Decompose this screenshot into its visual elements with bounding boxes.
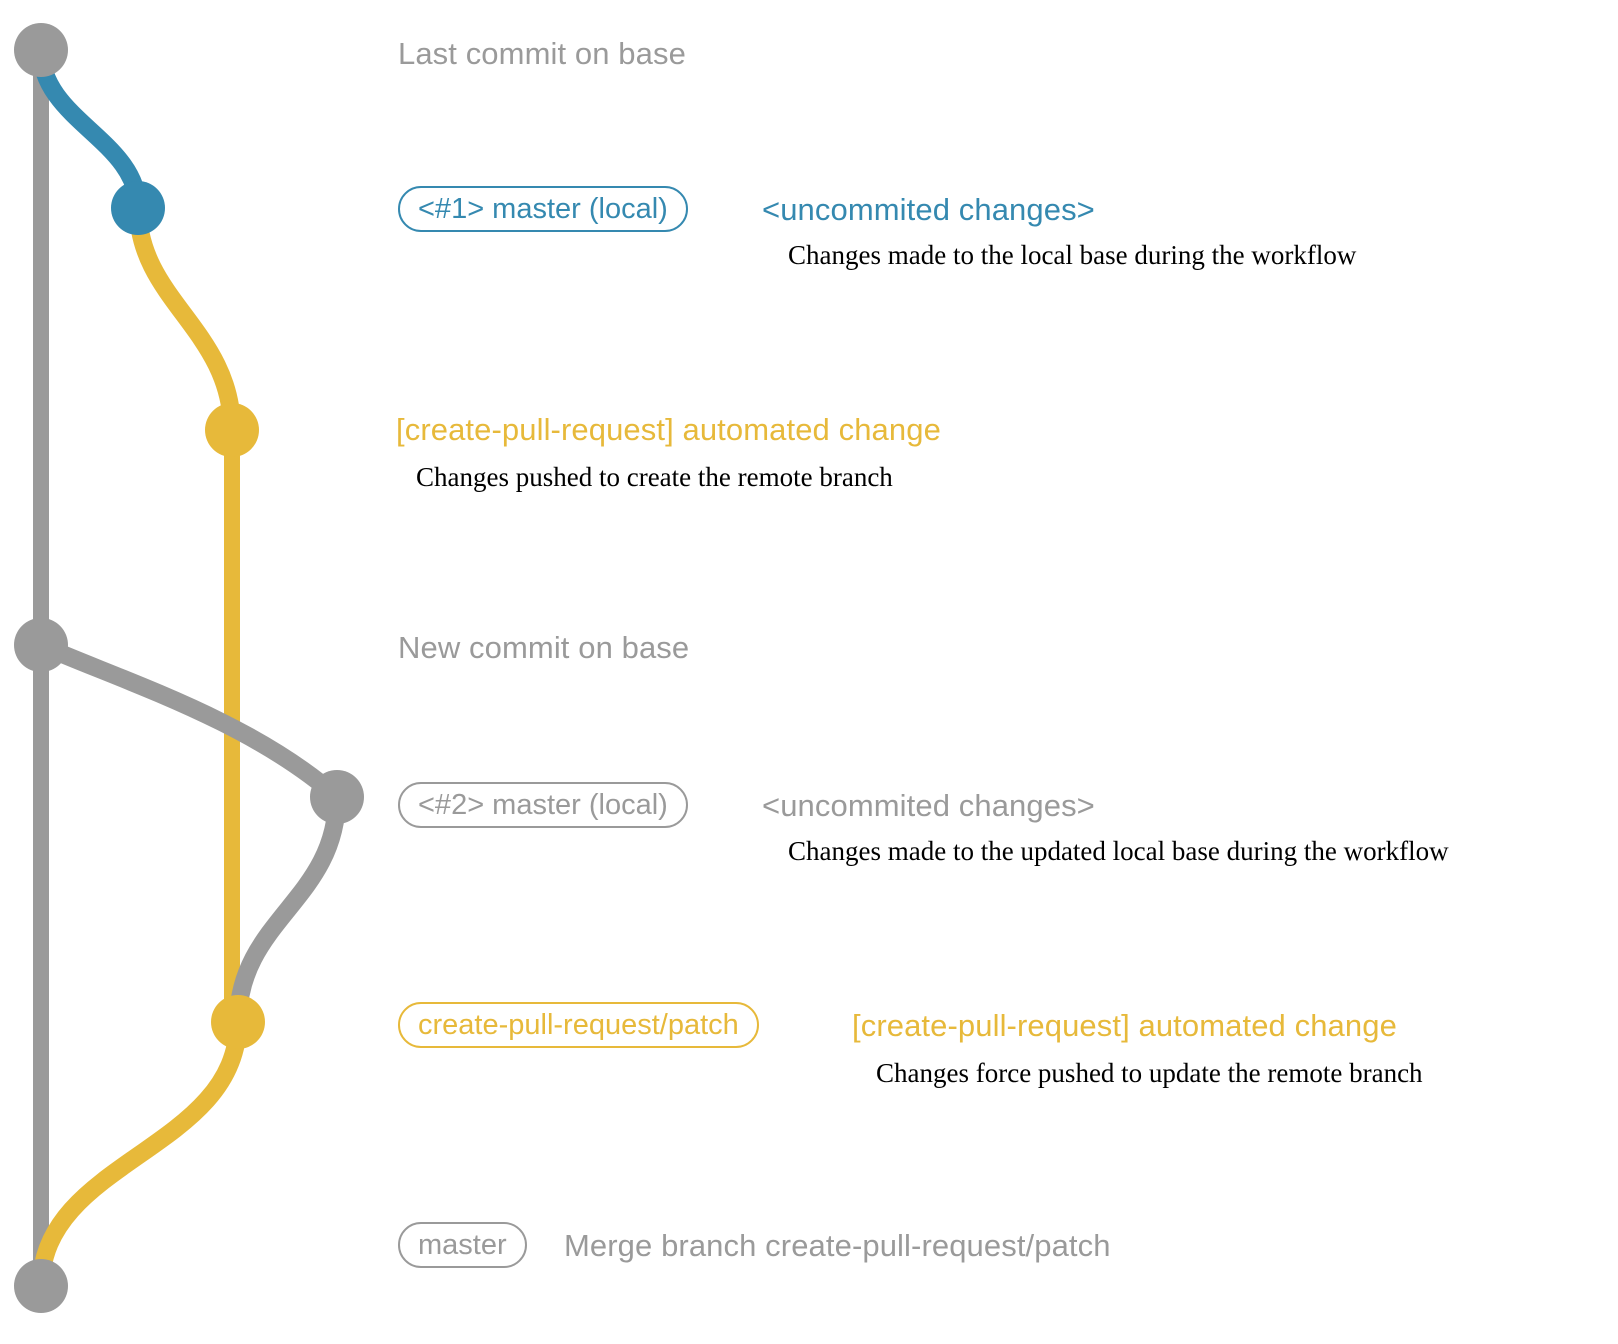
commit-graph-svg (14, 23, 364, 1313)
edge-base1-to-local1 (32, 41, 147, 217)
commit-message-merge-branch: Merge branch create-pull-request/patch (564, 1228, 1111, 1263)
branch-pill-master[interactable]: master (398, 1222, 527, 1268)
branch-pill-master-local-2[interactable]: <#2> master (local) (398, 782, 688, 828)
commit-message-new-commit-on-base: New commit on base (398, 630, 690, 665)
edge-patch2-to-merge (32, 1013, 247, 1295)
commit-node-base-1[interactable] (14, 23, 68, 77)
commit-node-merge[interactable] (14, 1259, 68, 1313)
commit-node-patch-2[interactable] (211, 995, 265, 1049)
annotation-local-base-changes: Changes made to the local base during th… (788, 240, 1357, 270)
annotation-updated-local-base-changes: Changes made to the updated local base d… (788, 836, 1449, 866)
annotation-pushed-create-remote-branch: Changes pushed to create the remote bran… (416, 462, 893, 492)
branch-pill-create-pull-request-patch[interactable]: create-pull-request/patch (398, 1002, 759, 1048)
commit-message-automated-change-2: [create-pull-request] automated change (852, 1008, 1397, 1043)
edge-local2-to-patch2 (229, 788, 346, 1031)
commit-node-patch-1[interactable] (205, 403, 259, 457)
commit-message-last-commit-on-base: Last commit on base (398, 36, 686, 71)
branch-pill-master-local-1[interactable]: <#1> master (local) (398, 186, 688, 232)
commit-message-uncommited-changes-1: <uncommited changes> (762, 192, 1095, 227)
commit-node-base-2[interactable] (14, 618, 68, 672)
commit-node-local-1[interactable] (111, 181, 165, 235)
commit-message-automated-change-1: [create-pull-request] automated change (396, 412, 941, 447)
commit-node-local-2[interactable] (310, 770, 364, 824)
edge-local1-to-patch1 (129, 199, 241, 439)
annotation-force-pushed-update-remote-branch: Changes force pushed to update the remot… (876, 1058, 1423, 1088)
commit-message-uncommited-changes-2: <uncommited changes> (762, 788, 1095, 823)
edge-base2-to-local2 (32, 636, 346, 806)
